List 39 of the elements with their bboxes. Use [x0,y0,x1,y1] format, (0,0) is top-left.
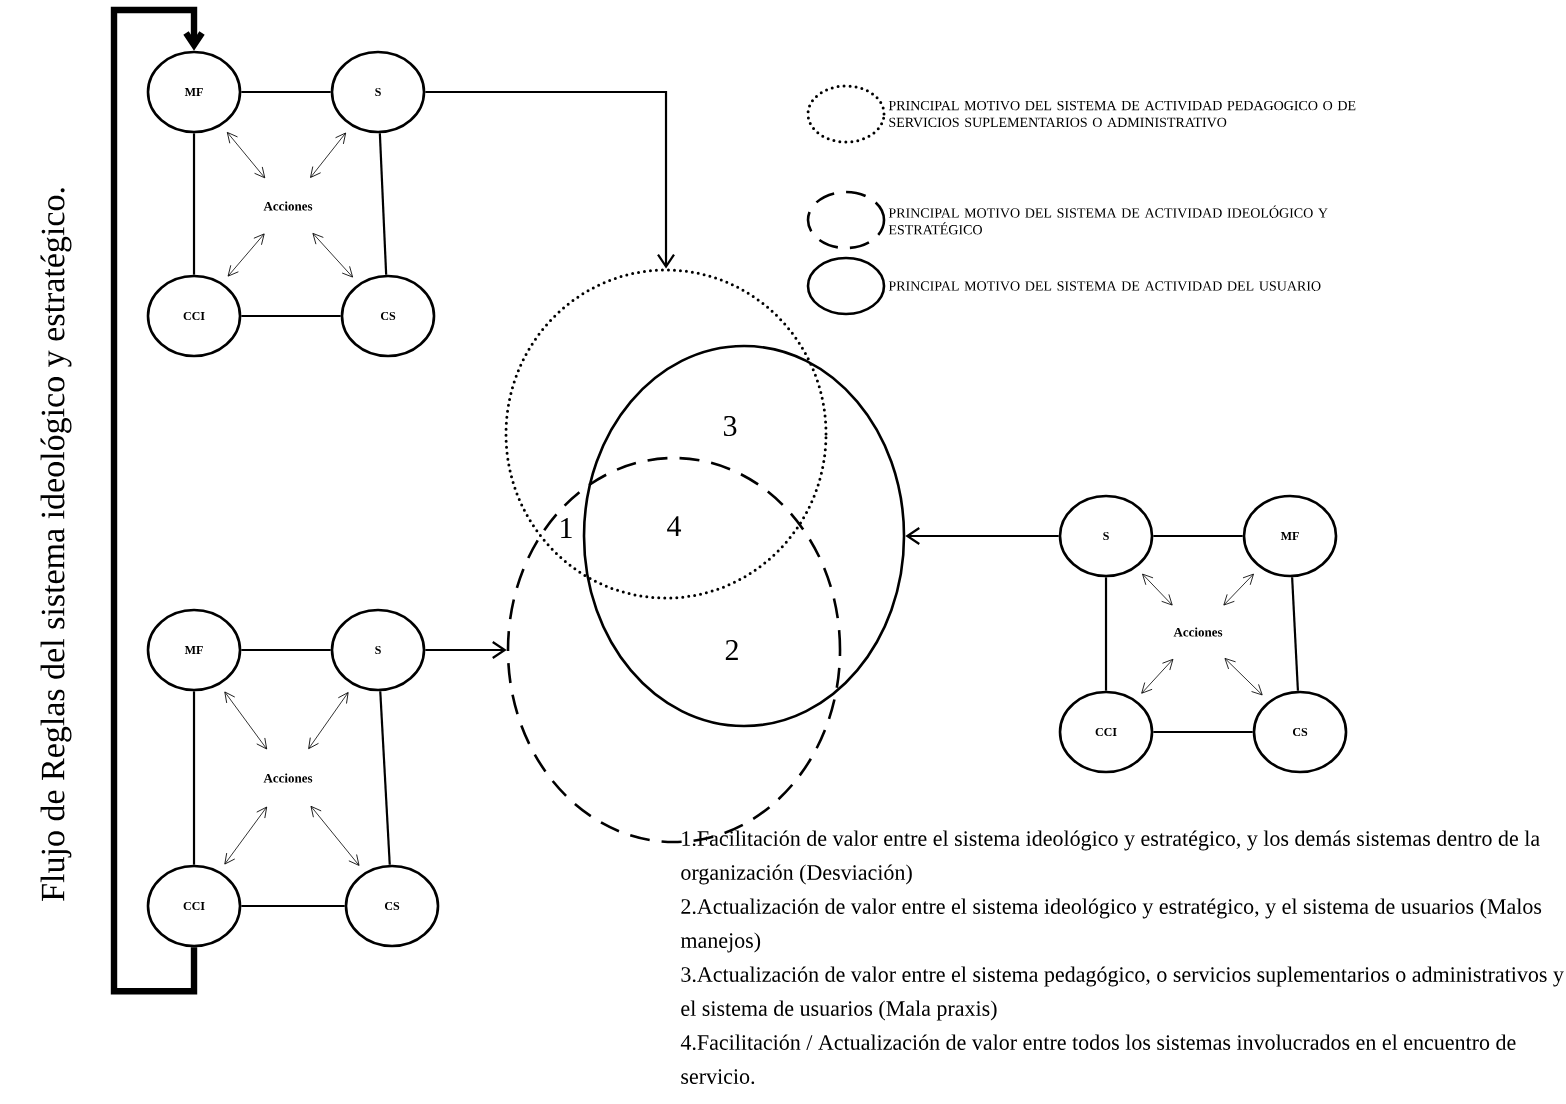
arrow [226,132,266,179]
connector [1291,577,1299,691]
circle [582,344,906,728]
arrow [224,691,268,750]
connector [192,133,196,275]
connector [241,648,331,652]
circle [504,268,828,600]
side-label: Flujo de Reglas del sistema ideológico y estratégico. [40,188,72,901]
region-number: 2 [725,640,738,660]
arrow [312,233,353,278]
connector [241,90,331,94]
region-number: 1 [561,518,572,538]
arrow [1223,573,1254,606]
connector [241,904,345,908]
connector [1153,730,1253,734]
note: 4.Facilitación / Actualización de valor entre todos los sistemas involucrados en el encuentro de servicio. [680,1034,1516,1084]
arrow [308,692,349,750]
arrow [310,805,360,866]
connector [379,691,391,865]
arrow [1142,573,1173,606]
region-number: 3 [723,415,737,437]
note: 2.Actualización de valor entre el sistema ideológico y estratégico, y el sistema de usuarios (Malos manejos) [680,898,1542,953]
arrow [110,6,205,995]
arrow [224,806,268,865]
connector [1153,534,1243,538]
arrow [1224,658,1263,696]
note: 1.Facilitación de valor entre el sistema ideológico y estratégico, y los demás sistemas dentro de la organización (Desviación) [681,830,1540,885]
connector [1104,577,1108,691]
connector [192,691,196,865]
arrow [905,527,1059,545]
arrow [425,90,675,269]
connector [241,314,341,318]
region-number: 4 [667,516,682,536]
arrow [425,641,507,659]
arrow [227,233,265,277]
arrow [1141,658,1174,694]
connector [378,133,388,275]
note: 3.Actualización de valor entre el sistema pedagógico, o servicios suplementarios o administrativos y el sistema de usuarios (Mala praxis) [681,966,1564,1021]
arrow [310,132,347,178]
